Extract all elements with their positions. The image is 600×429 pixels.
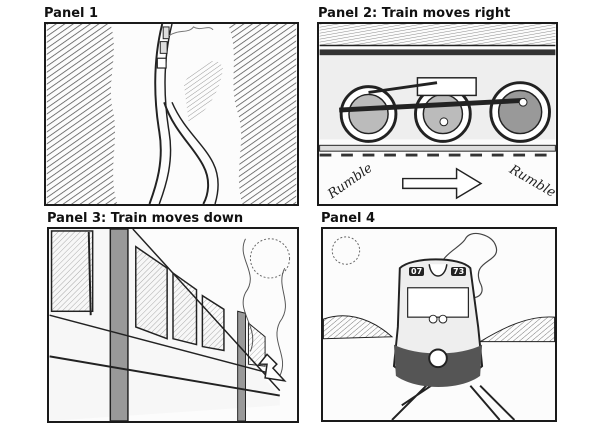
panel-3-sketch bbox=[47, 227, 299, 423]
right-arrow-icon bbox=[402, 167, 483, 200]
panel-3-label: Panel 3: Train moves down bbox=[47, 211, 244, 226]
panel-2-sketch: Rumble Rumble bbox=[317, 22, 558, 206]
valley-train-drawing bbox=[46, 24, 297, 204]
sun-icon bbox=[249, 238, 291, 279]
sun-icon bbox=[331, 236, 361, 265]
locomotive-front-drawing bbox=[323, 232, 555, 420]
locomotive-number-right: 73 bbox=[451, 267, 467, 276]
locomotive-number-left: 07 bbox=[409, 267, 425, 276]
panel-4-sketch: 07 73 bbox=[321, 227, 557, 422]
down-arrow-icon bbox=[257, 353, 287, 382]
panel-4-label: Panel 4 bbox=[321, 211, 376, 226]
passenger-cars-perspective-drawing bbox=[49, 229, 291, 421]
panel-1-sketch bbox=[44, 22, 299, 206]
panel-1-label: Panel 1 bbox=[44, 6, 99, 21]
locomotive-wheels-drawing bbox=[319, 24, 556, 200]
panel-2-label: Panel 2: Train moves right bbox=[318, 6, 511, 21]
